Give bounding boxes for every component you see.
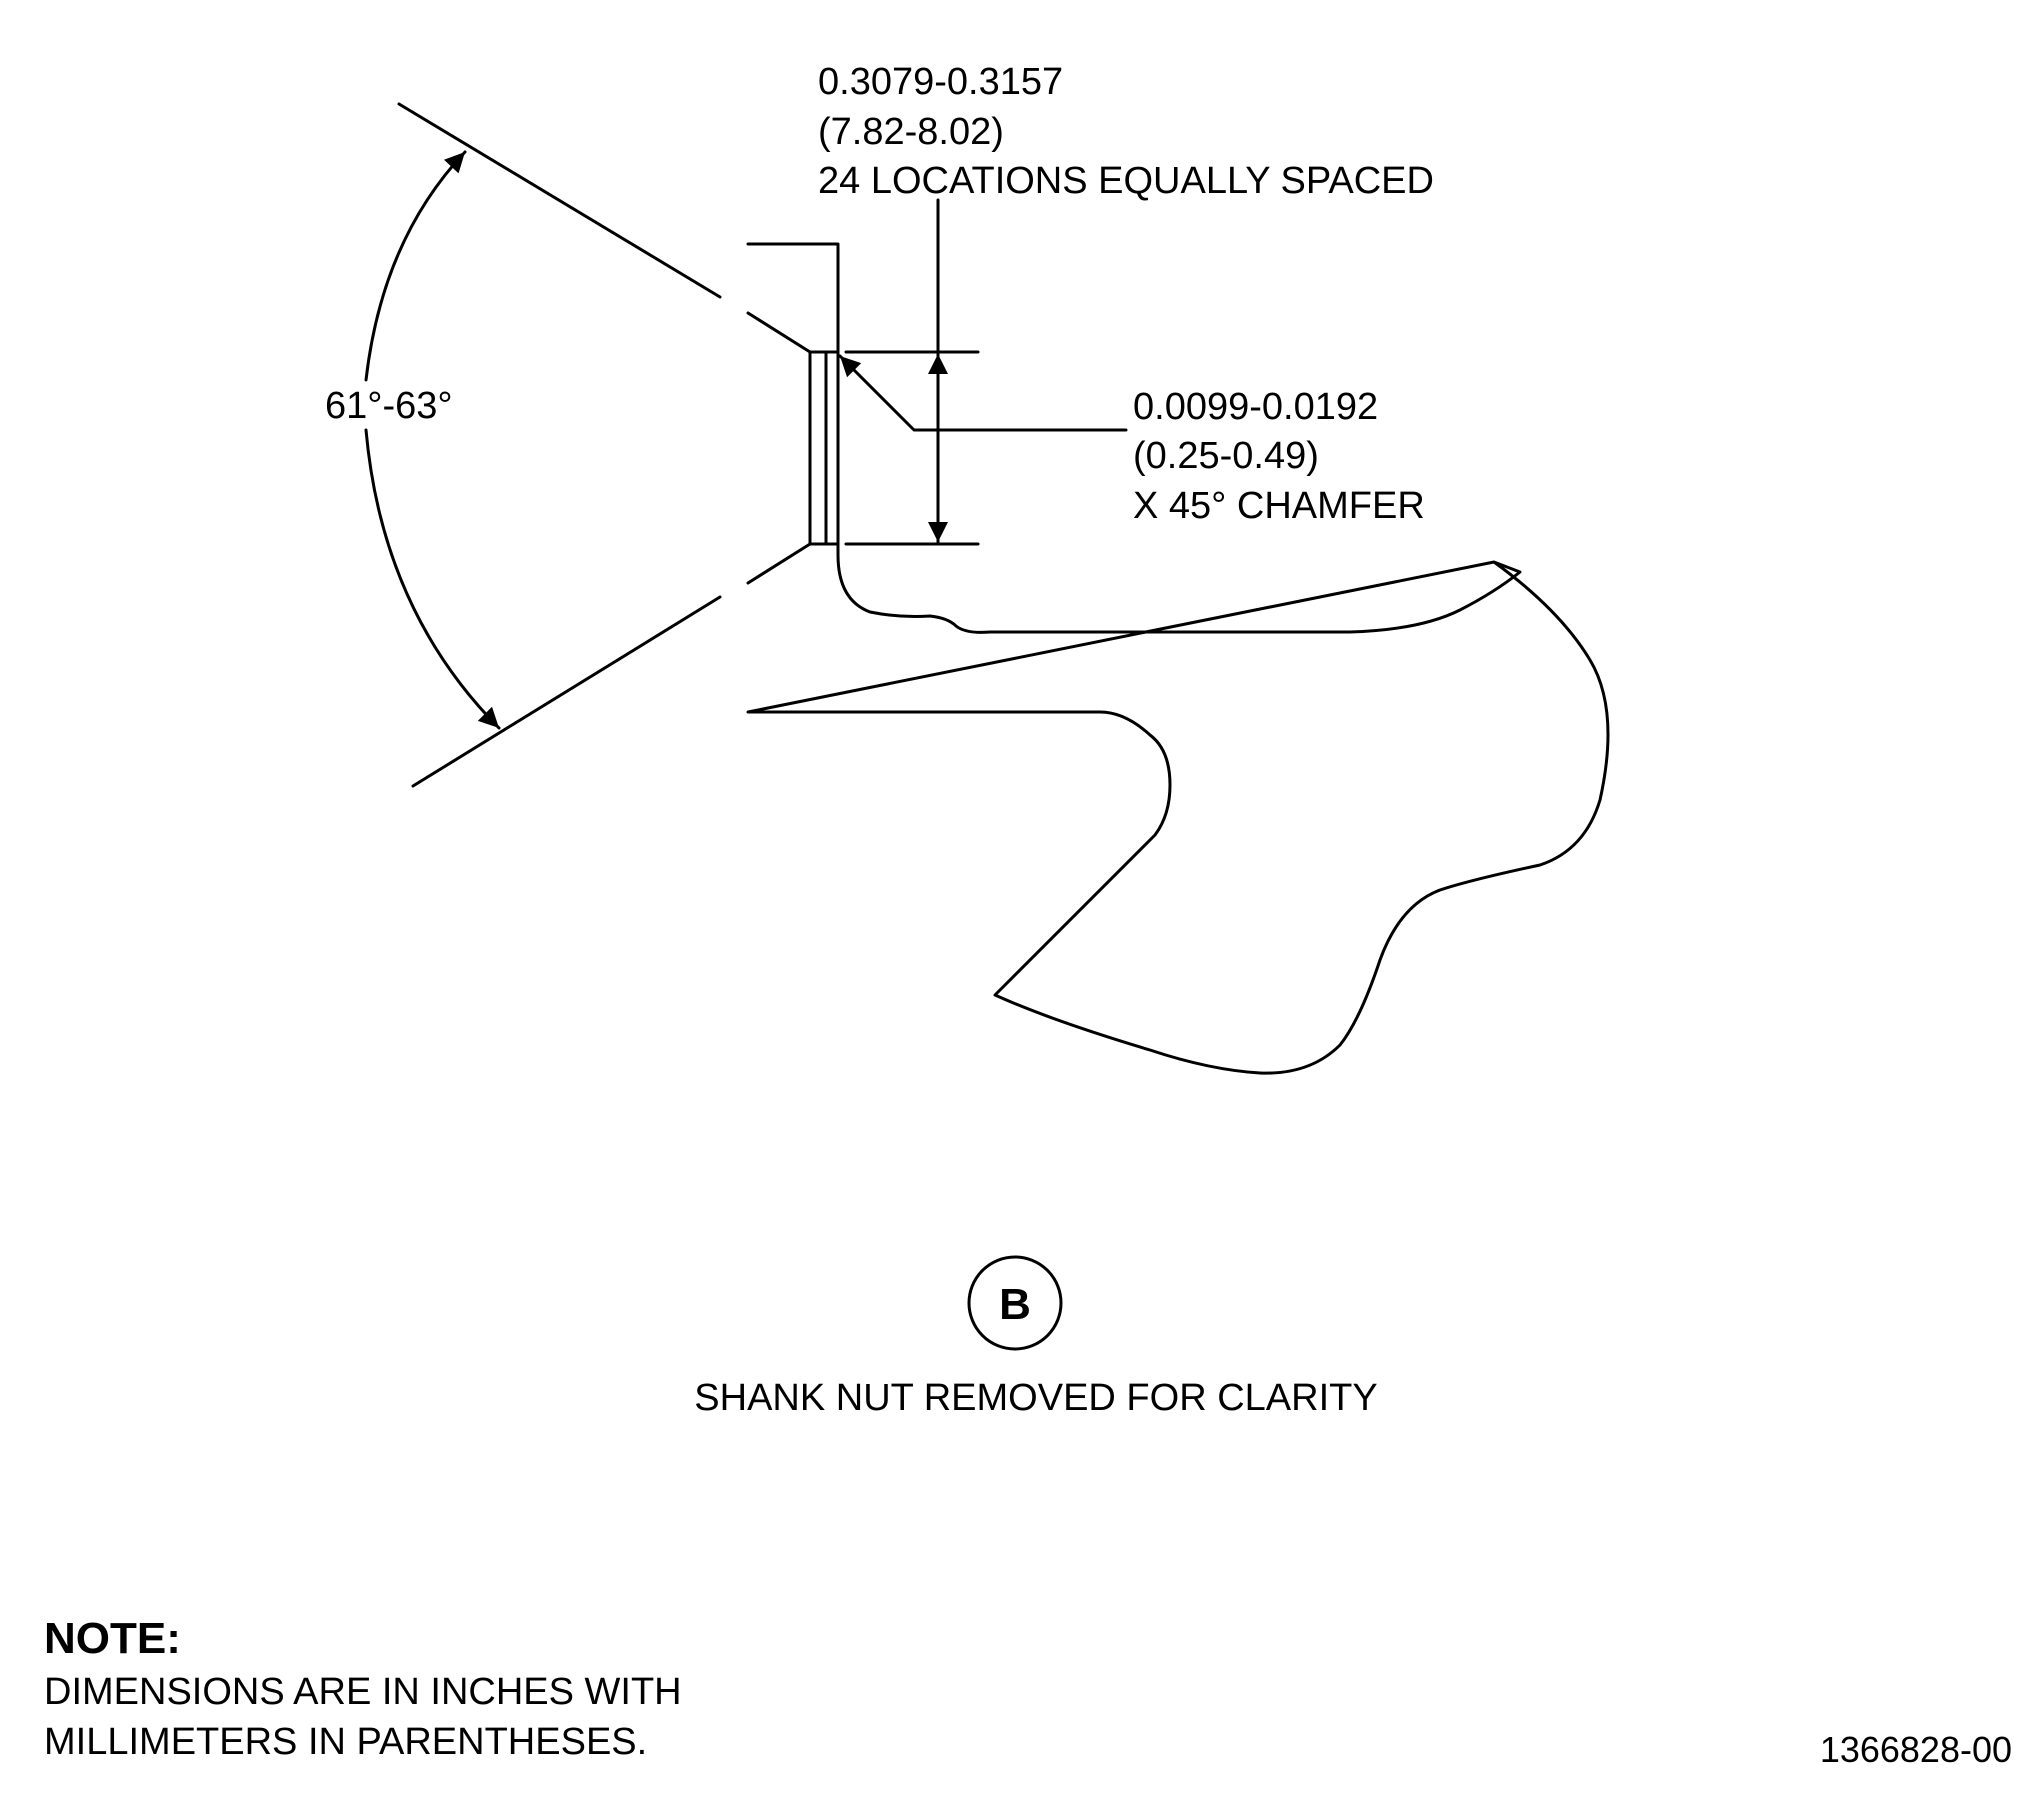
chamfer-leader-line [838, 354, 1128, 432]
part-profile [746, 242, 1610, 1075]
angle-dimension-arc-lower [364, 428, 501, 730]
note-line-1: DIMENSIONS ARE IN INCHES WITH [44, 1671, 682, 1713]
chamfer-callout-inches: 0.0099-0.0192 [1133, 386, 1378, 428]
view-label-circle [967, 1255, 1063, 1351]
slot-taper-upper [746, 311, 838, 354]
view-label: B [999, 1280, 1031, 1329]
drawing-number: 1366828-00 [1820, 1729, 2012, 1770]
chamfer-callout-mm: (0.25-0.49) [1133, 435, 1319, 477]
width-callout-mm: (7.82-8.02) [818, 111, 1004, 153]
width-callout-inches: 0.3079-0.3157 [818, 61, 1063, 103]
angle-callout: 61°-63° [325, 385, 453, 427]
slot-taper-lower [746, 542, 838, 585]
chamfer-callout-note: X 45° CHAMFER [1133, 485, 1425, 527]
note-line-2: MILLIMETERS IN PARENTHESES. [44, 1721, 647, 1763]
angle-dimension-arc-upper [364, 150, 467, 382]
angle-extension-line-lower [411, 595, 722, 788]
note-heading: NOTE: [44, 1614, 181, 1663]
view-caption: SHANK NUT REMOVED FOR CLARITY [694, 1377, 1377, 1419]
width-callout-note: 24 LOCATIONS EQUALLY SPACED [818, 160, 1434, 202]
angle-extension-line-upper [397, 102, 722, 299]
